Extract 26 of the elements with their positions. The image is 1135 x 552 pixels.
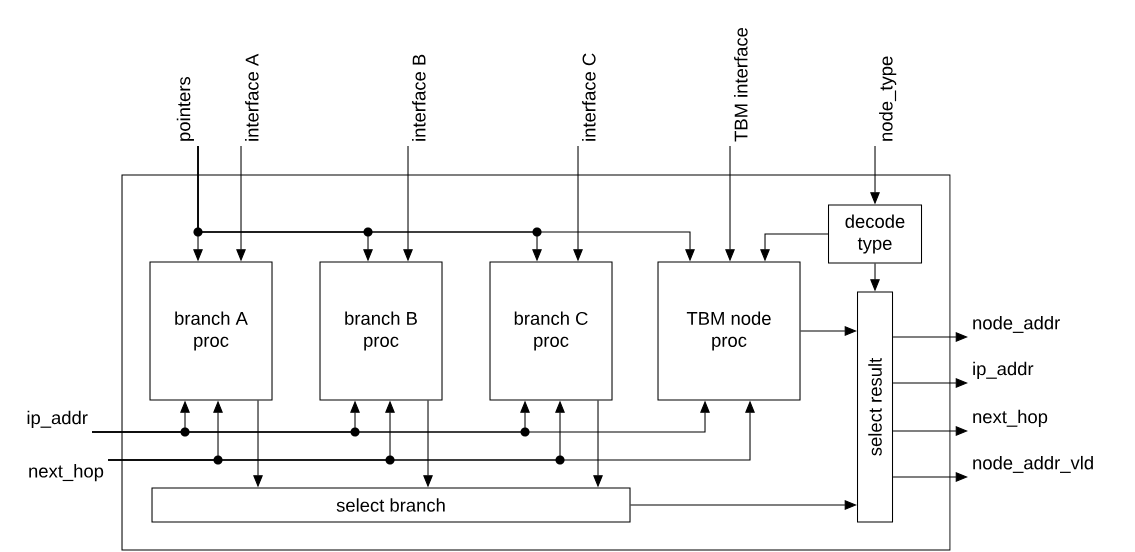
arrow <box>892 472 968 482</box>
process-box: decode type <box>828 204 923 264</box>
arrow <box>630 500 857 510</box>
signal-label: ip_addr <box>973 361 1034 379</box>
signal-label: TBM interface <box>734 27 748 142</box>
process-box: select result <box>857 291 894 523</box>
signal-label: next_hop <box>973 409 1048 427</box>
process-box: TBM node proc <box>657 261 801 401</box>
process-box: branch A proc <box>149 261 273 401</box>
block-frame <box>121 174 951 551</box>
signal-label: node_type <box>879 56 897 141</box>
process-box: branch C proc <box>489 261 613 401</box>
process-box: select branch <box>151 487 631 523</box>
signal-label: interface A <box>245 53 259 141</box>
arrow <box>892 378 968 388</box>
signal-label: pointers <box>176 77 194 141</box>
signal-label: ip_addr <box>27 410 88 428</box>
process-box: branch B proc <box>319 261 443 401</box>
signal-label: node_addr <box>973 315 1060 333</box>
arrow <box>800 326 857 336</box>
arrow <box>892 426 968 436</box>
arrow <box>892 332 968 342</box>
signal-label: next_hop <box>29 464 104 482</box>
signal-label: node_addr_vld <box>973 455 1093 473</box>
signal-label: interface C <box>582 53 596 141</box>
signal-label: interface B <box>412 54 426 141</box>
